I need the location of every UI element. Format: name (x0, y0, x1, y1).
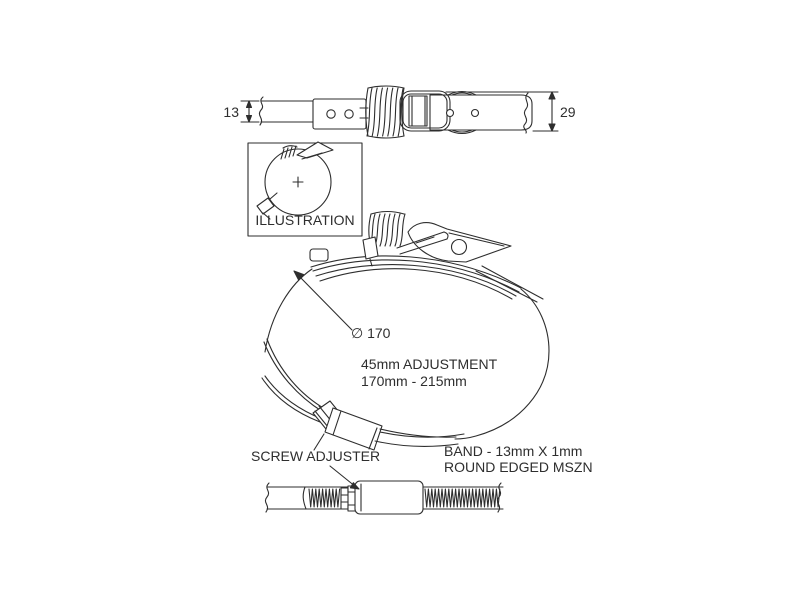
dim-29-label: 29 (560, 104, 576, 120)
clamp-front-view-drawing (261, 210, 550, 451)
illustration-box-drawing (247, 141, 363, 237)
screw-adjuster-detail-drawing (264, 465, 504, 515)
dim-13-label: 13 (223, 104, 239, 120)
band-side-view-drawing (240, 85, 559, 139)
screw-adjuster-label: SCREW ADJUSTER (251, 448, 381, 464)
illustration-caption: ILLUSTRATION (255, 212, 355, 228)
band-spec-line1: BAND - 13mm X 1mm (444, 443, 583, 459)
adjustment-label-line1: 45mm ADJUSTMENT (361, 356, 498, 372)
adjustment-label-line2: 170mm - 215mm (361, 373, 467, 389)
diameter-label: ∅ 170 (351, 325, 391, 341)
band-spec-line2: ROUND EDGED MSZN (444, 459, 593, 475)
